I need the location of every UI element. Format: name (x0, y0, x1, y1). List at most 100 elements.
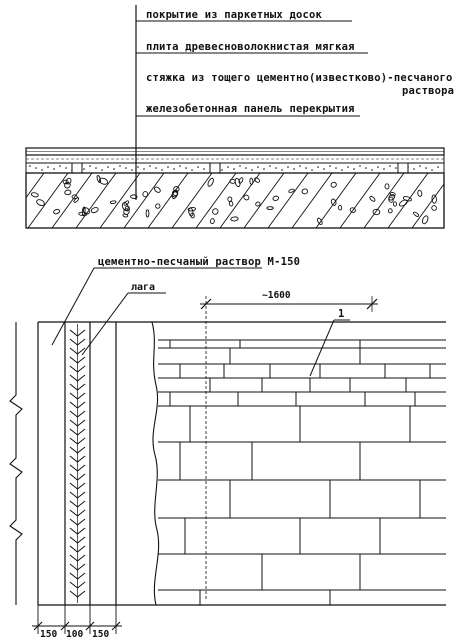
aggregate-pebble (255, 201, 261, 207)
screed-dot (347, 166, 349, 168)
aggregate-pebble (171, 189, 179, 199)
aggregate-pebble (369, 195, 376, 202)
dim-mortar-left: 150 (40, 629, 57, 640)
aggregate-pebble (238, 177, 244, 184)
slab-hatch-line (315, 173, 357, 228)
screed-dot (161, 169, 163, 171)
aggregate-pebble (338, 204, 343, 211)
screed-dot (101, 169, 103, 171)
screed-dot (431, 169, 433, 171)
callout-fiberboard: плита древесноволокнистая мягкая (146, 41, 355, 53)
screed-dot (47, 166, 49, 168)
joist-section-2 (209, 162, 221, 174)
aggregate-pebble (130, 194, 138, 199)
aggregate-pebble (187, 206, 197, 212)
slab-hatch-line (147, 173, 189, 228)
aggregate-pebble (349, 207, 356, 213)
slab-hatch-line (171, 173, 213, 228)
joist-section-3 (397, 162, 409, 174)
joist-wood-grain (69, 324, 86, 603)
aggregate-pebble (207, 177, 214, 187)
aggregate-pebble (230, 216, 239, 222)
screed-dot (119, 165, 121, 167)
aggregate-pebble (234, 177, 241, 188)
slab-hatch-line (339, 173, 381, 228)
screed-dot (425, 167, 427, 169)
slab-hatch-line (51, 173, 93, 228)
aggregate-pebble (71, 194, 78, 200)
screed-dot (221, 169, 223, 171)
screed-dot (245, 167, 247, 169)
aggregate-pebble (417, 189, 423, 197)
slab-hatch-line (291, 173, 333, 228)
slab-hatch-line (195, 173, 237, 228)
screed-dot (143, 168, 145, 170)
screed-dot (35, 167, 37, 169)
screed-dot (341, 169, 343, 171)
screed-dot (59, 165, 61, 167)
screed-dot (293, 168, 295, 170)
aggregate-pebble (431, 205, 437, 211)
screed-dot (227, 166, 229, 168)
aggregate-pebble (254, 177, 261, 183)
screed-dot (137, 166, 139, 168)
screed-dot (113, 168, 115, 170)
screed-dot (29, 165, 31, 167)
callout-parquet: покрытие из паркетных досок (146, 9, 323, 21)
slab-hatch-line (267, 173, 309, 228)
marker-label: 1 (338, 308, 345, 320)
screed-dot (257, 166, 259, 168)
aggregate-pebble (330, 198, 337, 206)
aggregate-pebble (155, 203, 161, 209)
aggregate-pebble (272, 195, 280, 201)
aggregate-pebble (413, 211, 420, 217)
screed-dot (89, 165, 91, 167)
slab-hatch-line (123, 173, 165, 228)
aggregate-pebble (154, 186, 161, 193)
screed-dot (65, 167, 67, 169)
aggregate-pebble (98, 177, 109, 185)
slab-aggregate (30, 175, 437, 225)
slab-hatch-line (387, 173, 429, 228)
screed-dot (287, 166, 289, 168)
screed-dot (317, 166, 319, 168)
mortar-label: цементно-песчаный раствор М-150 (98, 256, 300, 268)
joist-label: лага (131, 282, 155, 293)
screed-dot (359, 165, 361, 167)
aggregate-pebble (330, 181, 337, 188)
span-label: ~1600 (262, 290, 291, 301)
screed-dot (353, 168, 355, 170)
slab-hatch-line (26, 173, 45, 199)
screed-dot (299, 165, 301, 167)
parquet-cut-edge (151, 321, 160, 606)
aggregate-pebble (266, 206, 274, 210)
aggregate-pebble (81, 206, 86, 216)
slab-hatch-line (243, 173, 285, 228)
screed-dot (167, 166, 169, 168)
dim-joist: 100 (66, 629, 83, 640)
slab-hatch-line (363, 173, 405, 228)
screed-dot (41, 169, 43, 171)
joist-section-1 (71, 162, 83, 174)
screed-dot (131, 169, 133, 171)
screed-dot (281, 169, 283, 171)
aggregate-pebble (228, 200, 234, 207)
aggregate-pebble (142, 191, 149, 198)
aggregate-pebble (227, 196, 233, 202)
aggregate-pebble (96, 175, 101, 183)
aggregate-pebble (212, 208, 219, 215)
aggregate-pebble (30, 192, 39, 198)
screed-dot (239, 165, 241, 167)
screed-hatch (29, 165, 439, 171)
screed-dot (107, 166, 109, 168)
screed-dot (269, 165, 271, 167)
aggregate-pebble (53, 208, 61, 215)
slab-hatch (26, 173, 444, 228)
screed-dot (413, 168, 415, 170)
screed-dot (149, 165, 151, 167)
callout-slab: железобетонная панель перекрытия (146, 103, 355, 115)
aggregate-pebble (210, 218, 215, 225)
screed-layer (25, 162, 445, 174)
aggregate-pebble (402, 196, 412, 202)
